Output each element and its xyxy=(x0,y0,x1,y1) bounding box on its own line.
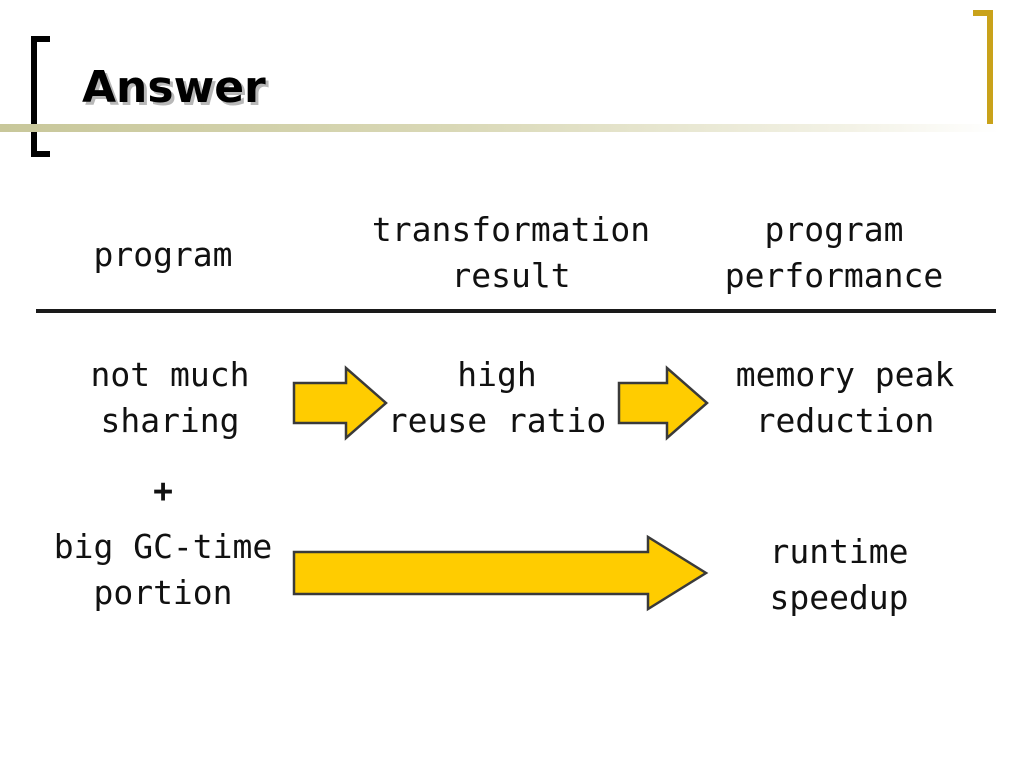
long-arrow-right-icon xyxy=(292,534,709,612)
header-transformation-line-2: result xyxy=(451,256,571,295)
row2-program-cell: big GC-time portion xyxy=(54,524,273,616)
arrow-right-icon xyxy=(617,365,709,441)
header-transformation-result: transformation result xyxy=(372,207,650,299)
left-bracket-decoration xyxy=(31,36,50,157)
row2-performance-line-1: runtime xyxy=(769,532,909,571)
row1-result-cell: high reuse ratio xyxy=(388,352,607,444)
header-program: program xyxy=(93,232,232,278)
row1-performance-line-1: memory peak xyxy=(735,355,955,394)
title-underline-bar xyxy=(0,124,1000,132)
header-program-label: program xyxy=(93,235,233,274)
header-divider-line xyxy=(36,309,996,313)
header-program-performance: program performance xyxy=(725,207,944,299)
row2-performance-cell: runtime speedup xyxy=(769,529,908,621)
header-performance-line-1: program xyxy=(764,210,904,249)
right-bracket-decoration xyxy=(973,10,993,132)
plus-label: + xyxy=(153,471,173,510)
arrow-right-icon xyxy=(292,365,388,441)
row1-program-line-1: not much xyxy=(90,355,250,394)
row1-result-line-2: reuse ratio xyxy=(387,401,607,440)
header-transformation-line-1: transformation xyxy=(371,210,651,249)
row2-program-line-1: big GC-time xyxy=(53,527,273,566)
row2-program-line-2: portion xyxy=(93,573,233,612)
row1-performance-cell: memory peak reduction xyxy=(736,352,955,444)
row1-result-line-1: high xyxy=(457,355,537,394)
row1-program-cell: not much sharing xyxy=(91,352,250,444)
plus-sign: + xyxy=(153,468,173,514)
row1-performance-line-2: reduction xyxy=(755,401,935,440)
slide-title: Answer xyxy=(82,62,266,113)
row2-performance-line-2: speedup xyxy=(769,578,909,617)
row1-program-line-2: sharing xyxy=(100,401,240,440)
header-performance-line-2: performance xyxy=(724,256,944,295)
